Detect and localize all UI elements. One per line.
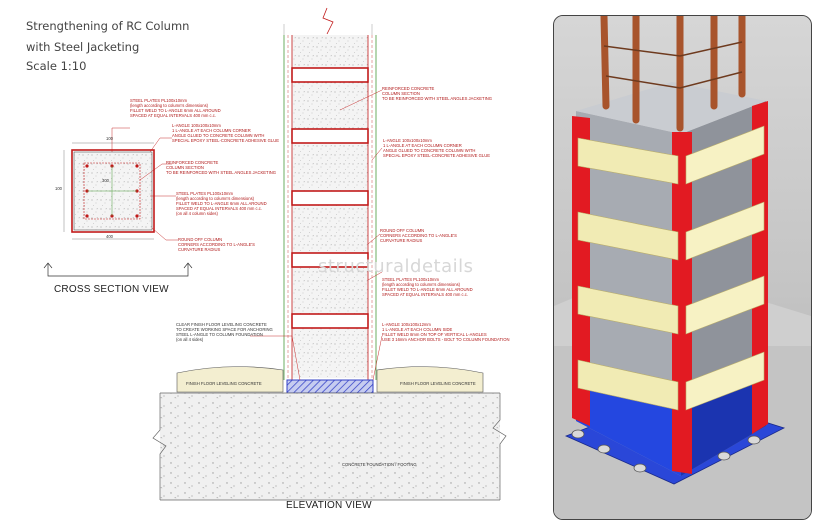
elevation-view-label: ELEVATION VIEW bbox=[286, 500, 372, 511]
elevation-steel-plates bbox=[291, 67, 369, 329]
elevation-note-plates: STEEL PLATES PL100x10mm (length accordin… bbox=[382, 277, 473, 297]
cross-section-note-round-off: ROUND OFF COLUMN CORNERS ACCORDING TO L-… bbox=[178, 237, 255, 252]
foundation-label: CONCRETE FOUNDATION / FOOTING bbox=[342, 462, 417, 467]
dim-side: 300 bbox=[102, 178, 109, 183]
cross-section-view-label: CROSS SECTION VIEW bbox=[54, 284, 169, 295]
cross-section-note-concrete: REINFORCED CONCRETE COLUMN SECTION TO BE… bbox=[166, 160, 277, 175]
drawing-title-line-1: Strengthening of RC Column bbox=[26, 19, 190, 33]
watermark: structuraldetails bbox=[318, 256, 474, 277]
elevation-note-base-angle: L-ANGLE 100x100x12mm 1 L-ANGLE AT EACH C… bbox=[382, 322, 510, 342]
render-3d-column bbox=[554, 16, 811, 519]
drawing-scale: Scale 1:10 bbox=[26, 59, 87, 73]
render-3d-panel bbox=[553, 15, 812, 520]
elevation-note-clear-floor: CLEAR FINISH FLOOR LEVELING CONCRETE TO … bbox=[176, 322, 273, 342]
cross-section-note-plates-2: STEEL PLATES PL100x10mm (length accordin… bbox=[176, 191, 267, 216]
dim-bottom: 400 bbox=[106, 234, 113, 239]
drawing-title-line-2: with Steel Jacketing bbox=[26, 40, 140, 54]
floor-level-label-left: FINISH FLOOR LEVELING CONCRETE bbox=[186, 381, 262, 386]
elevation-note-concrete: REINFORCED CONCRETE COLUMN SECTION TO BE… bbox=[382, 86, 493, 101]
floor-level-label-right: FINISH FLOOR LEVELING CONCRETE bbox=[400, 381, 476, 386]
cross-section-note-plates: STEEL PLATES PL100x10mm (length accordin… bbox=[130, 98, 221, 118]
elevation-note-angle: L-ANGLE 100x100x10mm 1 L-ANGLE AT EACH C… bbox=[383, 138, 491, 158]
cross-section-note-angle: L-ANGLE 100x100x10mm 1 L-ANGLE AT EACH C… bbox=[172, 123, 280, 143]
dim-top: 100 bbox=[106, 136, 113, 141]
elevation-drawing bbox=[152, 7, 507, 501]
dim-left: 100 bbox=[55, 186, 62, 191]
cross-section-drawing bbox=[43, 127, 193, 277]
elevation-note-round-off: ROUND OFF COLUMN CORNERS ACCORDING TO L-… bbox=[380, 228, 457, 243]
